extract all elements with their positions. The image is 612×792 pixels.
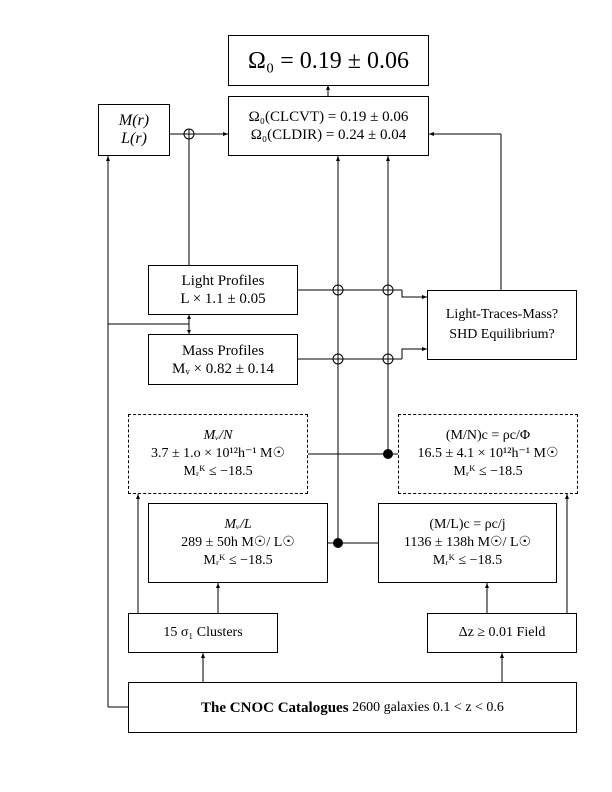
mlc-title: (M/L)c = ρc/j [429, 517, 506, 532]
omega-result: Ω₀ = 0.19 ± 0.06 [248, 47, 409, 74]
mvl-value: 289 ± 50h M☉/ L☉ [181, 535, 295, 550]
mlc-cut: Mᵣᴷ ≤ −18.5 [432, 553, 503, 568]
mv-over-n-box: Mᵥ/N 3.7 ± 1.o × 10¹²h⁻¹ M☉ Mᵣᴷ ≤ −18.5 [128, 414, 308, 494]
mvn-value: 3.7 ± 1.o × 10¹²h⁻¹ M☉ [150, 446, 286, 461]
mnc-value: 16.5 ± 4.1 × 10¹²h⁻¹ M☉ [417, 446, 559, 461]
light-traces-mass-box: Light-Traces-Mass? SHD Equilibrium? [427, 290, 577, 360]
ltm-question: Light-Traces-Mass? [445, 307, 559, 322]
omega-clcvt: Ω₀(CLCVT) = 0.19 ± 0.06 [248, 109, 409, 125]
light-profiles-title: Light Profiles [181, 273, 265, 289]
omega-cldir: Ω₀(CLDIR) = 0.24 ± 0.04 [250, 127, 407, 143]
cnoc-title: The CNOC Catalogues [201, 699, 349, 716]
mv-over-l-box: Mᵥ/L 289 ± 50h M☉/ L☉ Mᵣᴷ ≤ −18.5 [148, 503, 328, 583]
light-profiles-box: Light Profiles L × 1.1 ± 0.05 [148, 265, 298, 315]
clusters-box: 15 σ₁ Clusters [128, 613, 278, 653]
mass-profiles-box: Mass Profiles Mᵥ × 0.82 ± 0.14 [148, 334, 298, 385]
cnoc-catalogues-box: The CNOC Catalogues 2600 galaxies 0.1 < … [128, 682, 577, 733]
mn-critical-box: (M/N)c = ρc/Φ 16.5 ± 4.1 × 10¹²h⁻¹ M☉ Mᵣ… [398, 414, 578, 494]
mnc-title: (M/N)c = ρc/Φ [445, 428, 531, 443]
clusters-label: 15 σ₁ Clusters [163, 625, 243, 640]
cnoc-details: 2600 galaxies 0.1 < z < 0.6 [348, 699, 504, 715]
light-profiles-value: L × 1.1 ± 0.05 [180, 291, 266, 307]
field-box: Δz ≥ 0.01 Field [427, 613, 577, 653]
mass-profiles-title: Mass Profiles [181, 342, 265, 359]
ml-critical-box: (M/L)c = ρc/j 1136 ± 138h M☉/ L☉ Mᵣᴷ ≤ −… [378, 503, 557, 583]
mvl-title: Mᵥ/L [224, 517, 252, 532]
lr-label: L(r) [121, 130, 147, 147]
mnc-cut: Mᵣᴷ ≤ −18.5 [453, 464, 523, 479]
mvn-title: Mᵥ/N [203, 428, 233, 443]
shd-question: SHD Equilibrium? [449, 327, 555, 342]
mr-label: M(r) [118, 112, 150, 129]
mvn-cut: Mᵣᴷ ≤ −18.5 [183, 464, 253, 479]
mlc-value: 1136 ± 138h M☉/ L☉ [403, 535, 532, 550]
omega-estimates-box: Ω₀(CLCVT) = 0.19 ± 0.06 Ω₀(CLDIR) = 0.24… [228, 96, 429, 156]
result-box: Ω₀ = 0.19 ± 0.06 [228, 35, 429, 86]
mvl-cut: Mᵣᴷ ≤ −18.5 [203, 553, 273, 568]
mass-profiles-value: Mᵥ × 0.82 ± 0.14 [172, 360, 274, 377]
field-label: Δz ≥ 0.01 Field [458, 625, 546, 640]
mass-light-function-box: M(r) L(r) [98, 104, 170, 156]
